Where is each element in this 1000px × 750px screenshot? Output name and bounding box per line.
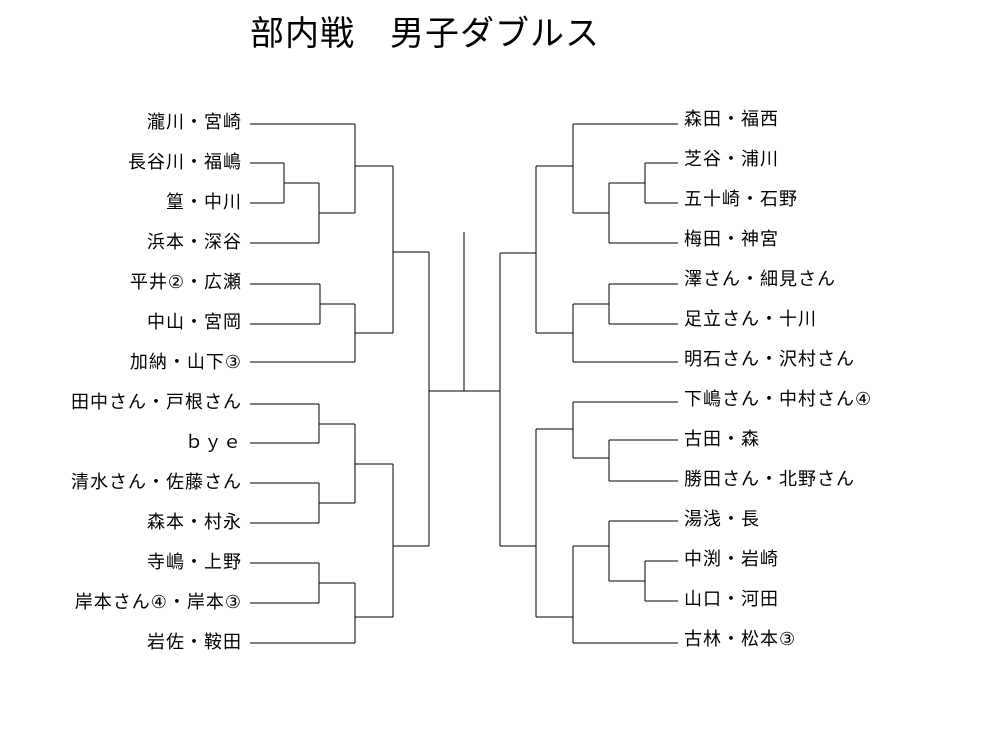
left-entry-3: 篁・中川 (166, 192, 242, 213)
left-entry-9: ｂｙｅ (185, 432, 242, 453)
left-entry-14: 岩佐・鞍田 (147, 632, 242, 653)
left-entry-7: 加納・山下③ (129, 352, 242, 373)
right-entry-5: 澤さん・細見さん (684, 269, 836, 290)
left-entry-6: 中山・宮岡 (147, 312, 242, 333)
right-entry-1: 森田・福西 (684, 109, 779, 130)
right-entry-2: 芝谷・浦川 (684, 149, 779, 170)
right-entry-6: 足立さん・十川 (684, 309, 817, 330)
right-entry-3: 五十崎・石野 (684, 189, 798, 210)
left-entry-1: 瀧川・宮崎 (147, 112, 242, 133)
left-entry-2: 長谷川・福嶋 (128, 152, 242, 173)
right-entry-14: 古林・松本③ (684, 629, 797, 650)
left-entry-10: 清水さん・佐藤さん (71, 472, 242, 493)
right-entry-7: 明石さん・沢村さん (684, 349, 855, 370)
left-entry-4: 浜本・深谷 (147, 232, 242, 253)
left-entry-5: 平井②・広瀬 (129, 272, 242, 293)
right-entry-9: 古田・森 (684, 429, 760, 450)
left-entry-8: 田中さん・戸根さん (71, 392, 242, 413)
right-entry-10: 勝田さん・北野さん (684, 469, 855, 490)
right-entry-8: 下嶋さん・中村さん④ (684, 389, 873, 410)
left-entry-12: 寺嶋・上野 (147, 552, 242, 573)
left-entry-13: 岸本さん④・岸本③ (74, 592, 242, 613)
right-entry-11: 湯浅・長 (684, 509, 760, 530)
page-title: 部内戦 男子ダブルス (250, 14, 600, 54)
right-entry-13: 山口・河田 (684, 589, 779, 610)
right-entry-4: 梅田・神宮 (684, 229, 779, 250)
right-entry-12: 中渕・岩崎 (684, 549, 779, 570)
left-entry-11: 森本・村永 (147, 512, 242, 533)
